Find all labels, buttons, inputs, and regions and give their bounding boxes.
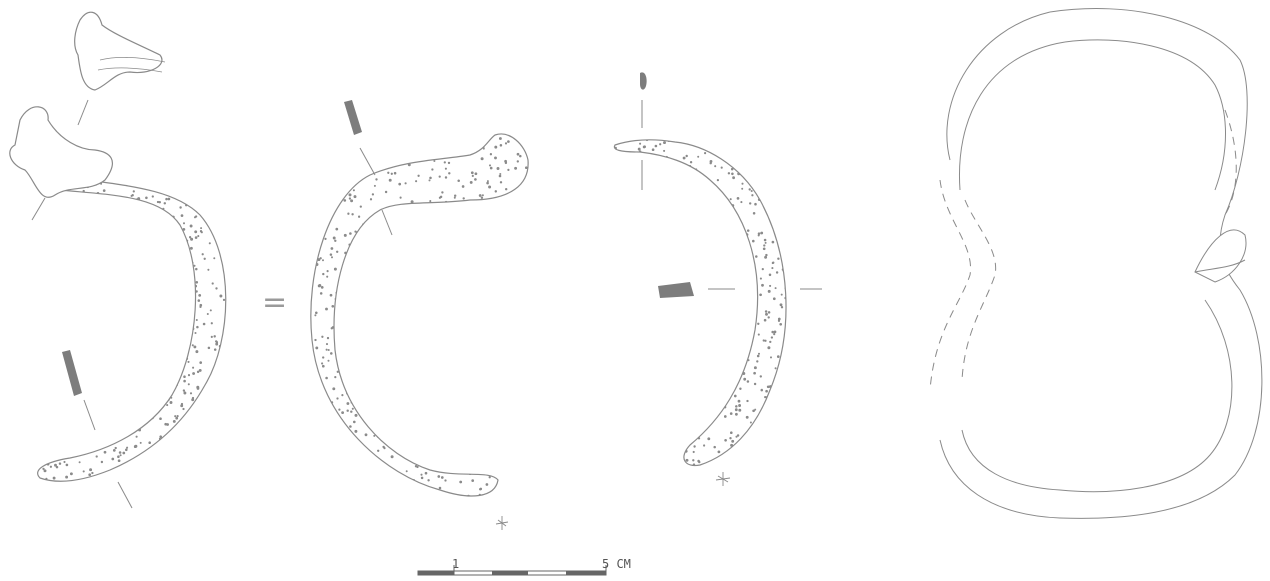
front-view	[9, 11, 227, 509]
front-view-clasp	[9, 106, 113, 198]
equals-sign: =	[262, 285, 287, 320]
clasp-detail	[74, 11, 163, 91]
reconstruction-inner	[961, 39, 1233, 493]
scale-bar: 1 5 CM	[417, 557, 631, 576]
scale-bar-end-label: 5 CM	[602, 557, 631, 571]
reconstruction-outer-left	[946, 11, 1051, 161]
reconstruction-clasp	[1194, 229, 1247, 283]
front-view-ring-body	[37, 174, 227, 482]
back-view	[310, 100, 529, 530]
side-view	[613, 72, 822, 486]
back-view-cross-section	[344, 100, 362, 135]
front-view-cross-section	[62, 350, 82, 396]
side-view-section-mid	[658, 282, 694, 298]
reconstruction-outer	[939, 8, 1263, 519]
side-view-ring-body	[613, 139, 787, 467]
side-view-section-top	[640, 72, 647, 90]
reconstruction-view	[929, 8, 1263, 519]
back-view-ring-body	[310, 133, 529, 497]
scale-bar-start-label: 1	[452, 557, 459, 571]
